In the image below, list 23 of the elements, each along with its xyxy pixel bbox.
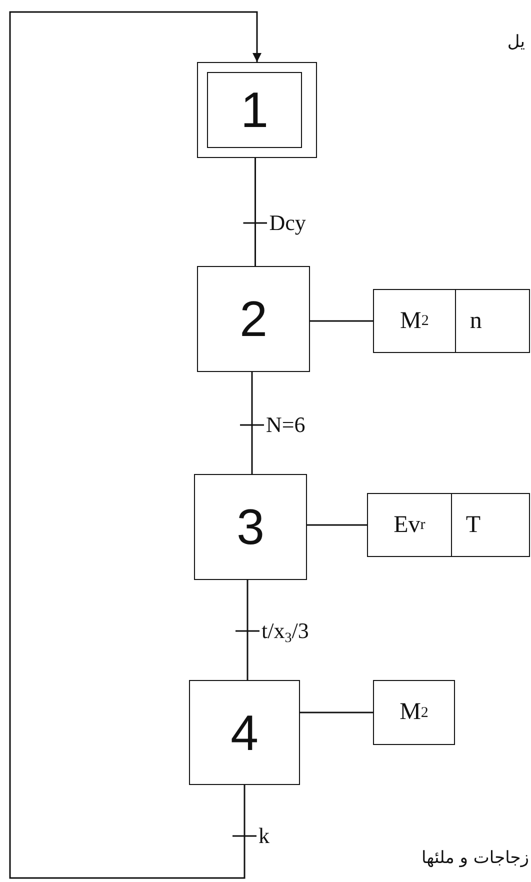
link-line	[310, 320, 373, 322]
link-line	[254, 158, 256, 266]
action-box	[367, 493, 530, 557]
initial-step-box	[197, 62, 317, 158]
step-number: 1	[240, 85, 268, 135]
step-box	[194, 474, 307, 580]
text-fragment: يل	[507, 32, 525, 52]
step-box	[189, 680, 300, 785]
step-box	[197, 266, 310, 372]
step-number: 4	[230, 708, 258, 758]
link-line	[300, 712, 373, 714]
action-box	[373, 680, 455, 745]
arrow	[9, 11, 262, 879]
action-box	[373, 289, 530, 353]
action-text: T	[450, 494, 529, 556]
text-fragment: زجاجات و ملئها	[422, 848, 529, 868]
step-number: 2	[240, 294, 268, 344]
link-line	[251, 372, 253, 474]
action-text: n	[454, 290, 529, 352]
step-number: 3	[236, 502, 264, 552]
transition-label: t/x$_{3}$/3	[260, 620, 311, 642]
link-line	[246, 580, 248, 680]
link-line	[307, 524, 367, 526]
